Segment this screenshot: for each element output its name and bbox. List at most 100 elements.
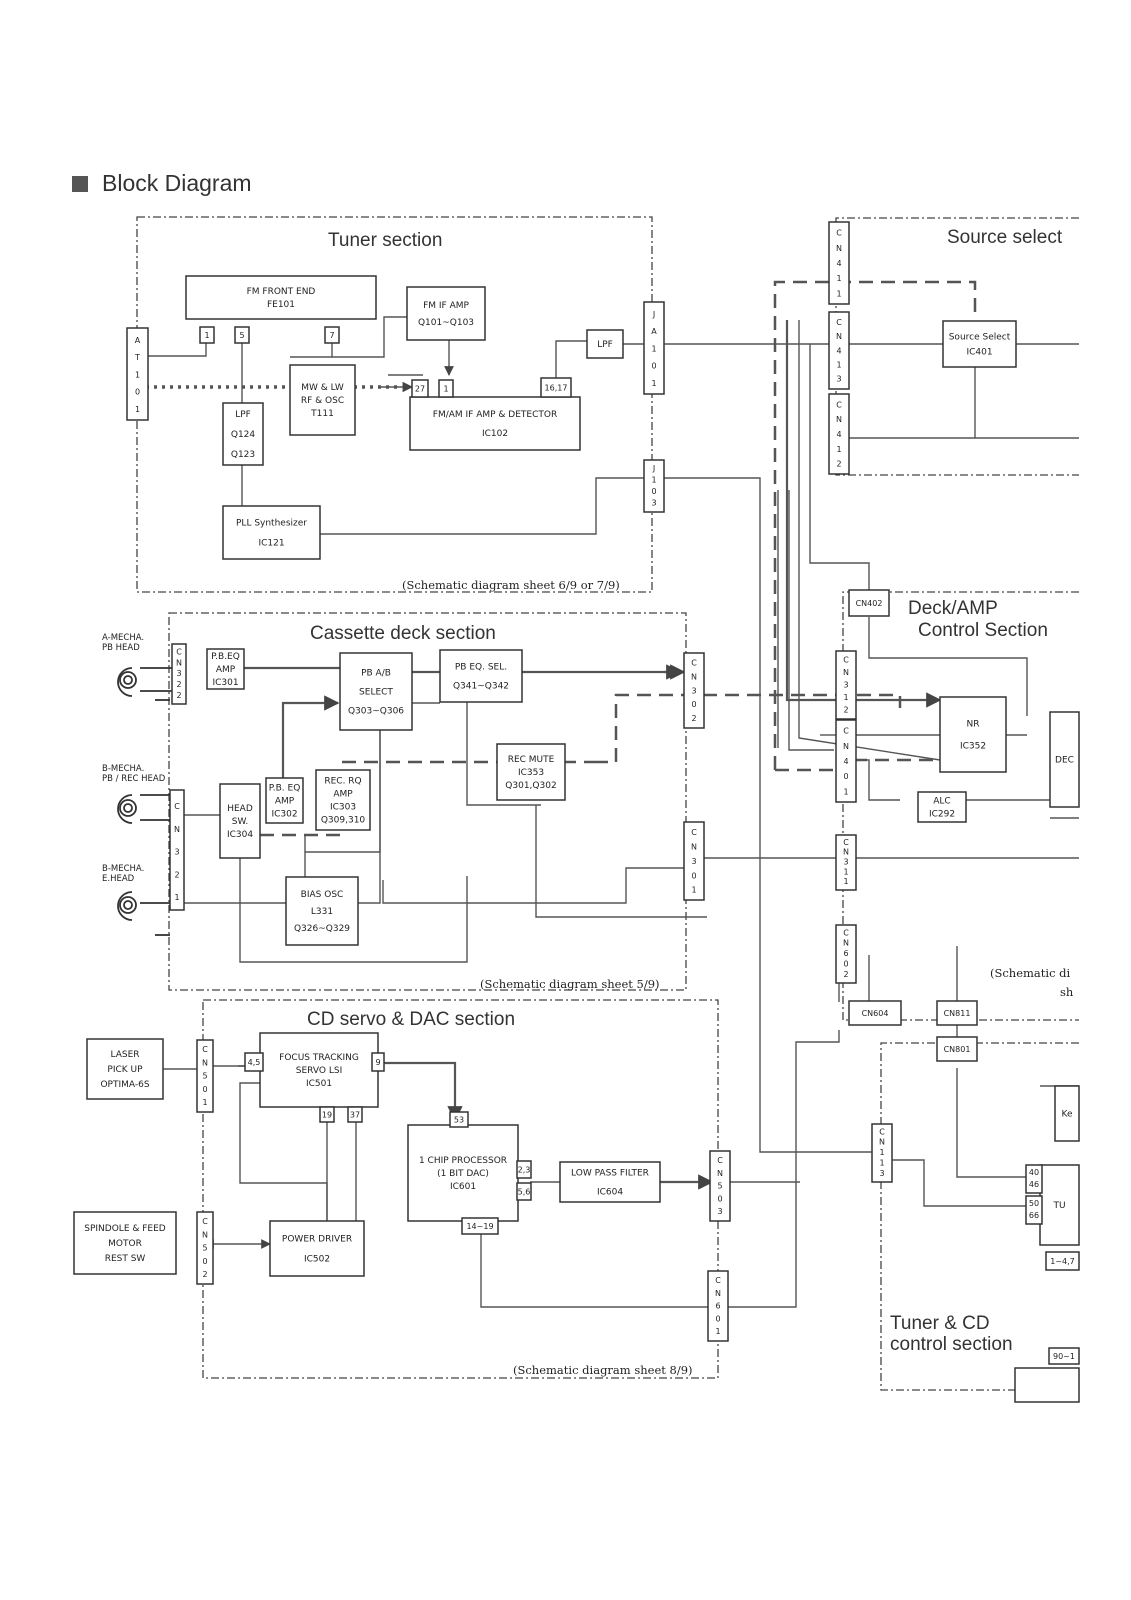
ic501_45-pin (244, 1052, 264, 1072)
cassette-section-border (168, 612, 687, 991)
ic401-label-1: IC401 (966, 348, 992, 358)
cn602-char-2: 6 (843, 949, 848, 958)
alc-label-0: ALC (933, 797, 950, 807)
cn301-char-0: C (691, 828, 697, 837)
cn412-connector (828, 393, 850, 475)
ic604-label-0: LOW PASS FILTER (571, 1169, 649, 1179)
alc-box (917, 791, 967, 823)
ic401-box (942, 320, 1017, 368)
tu_901-pin (1048, 1347, 1080, 1365)
fe_7-pin (324, 326, 340, 344)
spindle-box (73, 1211, 177, 1275)
at101-char-1: T (134, 353, 140, 362)
ic102_1617-pin-label: 16,17 (545, 384, 568, 393)
tu_5066-pin (1025, 1195, 1043, 1225)
lpf_t-box (586, 329, 624, 359)
ic302-box (265, 777, 304, 824)
cn412-char-1: N (836, 415, 842, 424)
cn322-char-4: 2 (176, 691, 181, 700)
cn321-connector (169, 789, 185, 911)
tu_147-pin-label: 1~4,7 (1050, 1257, 1075, 1266)
fe101-label-1: FE101 (267, 300, 295, 310)
ic601_56-pin (516, 1182, 532, 1201)
cn601-char-0: C (715, 1276, 721, 1285)
cn503-char-4: 3 (717, 1207, 722, 1216)
cn601-char-3: 0 (715, 1314, 720, 1323)
ja101-char-0: J (652, 310, 655, 319)
a-mecha-label: A-MECHA. (102, 633, 144, 643)
cn321-char-0: C (174, 802, 180, 811)
ic601-label-1: (1 BIT DAC) (437, 1169, 489, 1179)
fe_1-pin (199, 326, 215, 344)
ic501_9-pin-label: 9 (375, 1058, 380, 1067)
cassette-sheet-note: (Schematic diagram sheet 5/9) (480, 977, 660, 991)
alc-label-1: IC292 (929, 810, 955, 820)
cn302-char-2: 3 (691, 686, 696, 695)
pbab-label-1: SELECT (359, 688, 393, 698)
cn402-label: CN402 (856, 599, 883, 608)
ic102_27-pin (411, 379, 429, 398)
deck-section-title-l2: Control Section (918, 620, 1048, 641)
lpf_t-label-0: LPF (597, 340, 613, 350)
ic102_1-pin (438, 379, 454, 398)
mwlw-label-2: T111 (310, 409, 334, 419)
e-mecha-label-2: E.HEAD (102, 874, 135, 884)
cassette-section-title: Cassette deck section (310, 623, 496, 644)
pll-label-0: PLL Synthesizer (236, 519, 307, 529)
cn502-char-0: C (202, 1217, 208, 1226)
cn302-connector (683, 652, 705, 729)
cn312-char-3: 1 (843, 693, 848, 702)
b-mecha-label: B-MECHA. (102, 764, 144, 774)
ic102-box (409, 396, 581, 451)
recmute-label-2: Q301,Q302 (505, 781, 556, 791)
mwlw-label-1: RF & OSC (301, 396, 344, 406)
spindle-label-2: REST SW (105, 1254, 146, 1264)
j103-char-2: 0 (651, 487, 656, 496)
cn311-char-1: N (843, 848, 849, 857)
tu_4046-pin-label-0: 40 (1029, 1168, 1039, 1177)
cn113-char-2: 1 (879, 1148, 884, 1157)
bias-box (285, 876, 359, 946)
tu-box (1039, 1164, 1080, 1246)
tu_5066-pin-label-1: 66 (1029, 1211, 1039, 1220)
cn311-char-4: 1 (843, 877, 848, 886)
ic601_56-pin-label: 5,6 (518, 1188, 531, 1197)
cn502-connector (196, 1211, 214, 1285)
box-layer (73, 221, 1080, 1403)
cn503-connector (709, 1150, 731, 1222)
fmif-box (406, 286, 486, 341)
cn113-connector (871, 1123, 893, 1183)
pbab-box (339, 652, 413, 731)
pll-label-1: IC121 (258, 539, 284, 549)
ic501_37-pin-label: 37 (350, 1111, 360, 1120)
cn501-char-1: N (202, 1058, 208, 1067)
nr-label-1: IC352 (960, 742, 986, 752)
lpf124-label-2: Q123 (231, 450, 255, 460)
cn811-label: CN811 (944, 1009, 971, 1018)
cn413-char-0: C (836, 318, 842, 327)
cn604-connector (848, 1000, 902, 1026)
tuner-section-title: Tuner section (328, 230, 442, 251)
cn302-char-0: C (691, 659, 697, 668)
j103-connector (643, 459, 665, 513)
cn312-connector (835, 650, 857, 720)
cn602-char-0: C (843, 928, 849, 937)
bias-label-1: L331 (311, 907, 333, 917)
cn601-connector (707, 1270, 729, 1342)
spindle-label-1: MOTOR (108, 1239, 142, 1249)
cn321-char-4: 1 (174, 893, 179, 902)
right-sheet-note-l2: sh (1060, 985, 1074, 999)
at101-char-3: 0 (135, 388, 140, 397)
cn503-char-3: 0 (717, 1194, 722, 1203)
cn604-label: CN604 (862, 1009, 889, 1018)
j103-char-1: 1 (651, 476, 656, 485)
cn401-char-4: 1 (843, 787, 848, 796)
cn321-char-3: 2 (174, 870, 179, 879)
cn412-char-4: 2 (836, 460, 841, 469)
page-title: Block Diagram (102, 170, 252, 196)
cn601-char-4: 1 (715, 1327, 720, 1336)
e-mecha-label: B-MECHA. (102, 864, 144, 874)
cn113-char-1: N (879, 1138, 885, 1147)
cn302-char-4: 2 (691, 714, 696, 723)
